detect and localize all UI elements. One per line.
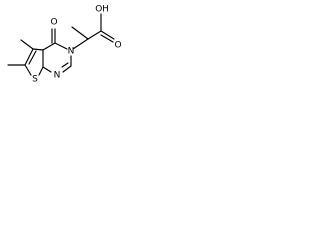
bond-alpha-carboxyl [87,30,102,40]
bond-c5-methyl [20,39,34,50]
atom-labels: O N N S OH O [32,5,121,85]
bond-c5-c6 [24,48,34,66]
bond-c4a-c4 [42,42,56,51]
bond-n1-c7a [42,66,52,73]
bond-alpha-methyl [71,26,89,40]
molecule-bonds [7,13,115,76]
carboxyl-oxygen-label: O [114,41,121,51]
sulfur-label: S [32,75,38,85]
n1-label: N [54,71,61,81]
bond-c4-n3 [54,42,68,50]
bond-n3-alpha-carbon [72,38,89,50]
oxo-oxygen-label: O [50,18,57,28]
bond-c4a-c5 [32,48,44,51]
bond-c6-s [24,64,32,76]
hydroxyl-label: OH [95,5,108,15]
bond-s-c7a [38,66,44,76]
bond-c2-n1-double [61,62,69,68]
chemical-structure-canvas: O N N S OH O [0,0,126,98]
bond-c5-c6-double [28,50,37,65]
n3-label: N [68,47,75,57]
bond-carboxyl-carbonyl-double [100,34,114,43]
bond-carboxyl-carbonyl [100,30,115,40]
chemical-structure-svg: O N N S OH O [7,5,122,85]
bond-c2-n1 [62,65,72,73]
